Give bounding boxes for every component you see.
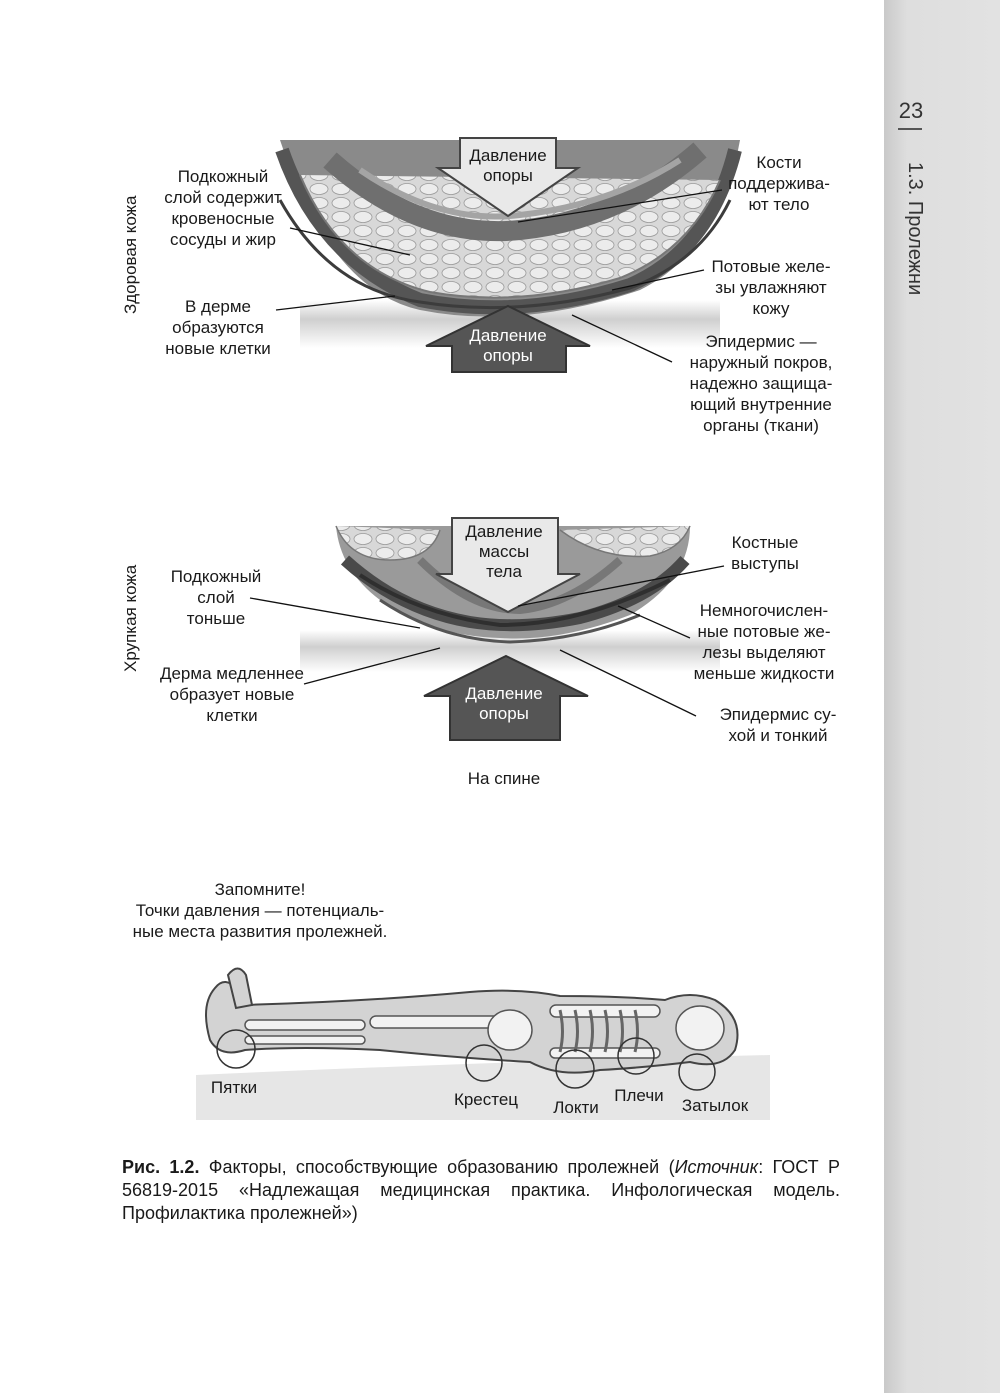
label-line: тоньше: [186, 609, 246, 628]
label-line: хой и тонкий: [728, 726, 828, 745]
label-line: ют тело: [748, 195, 810, 214]
fragile-top-arrow-line-3: тела: [486, 562, 522, 581]
fragile-leader-lines: [249, 565, 725, 717]
label-line: образует новые: [169, 685, 295, 704]
reminder-line: ные места развития пролежней.: [132, 922, 388, 941]
occiput-label: Затылок: [681, 1096, 749, 1115]
healthy-bottom-pressure-arrow: [425, 304, 591, 373]
heel-pressure-point: [216, 1029, 256, 1069]
label-line: поддержива-: [728, 174, 830, 193]
fragile-bottom-arrow-line-1: Давление: [465, 684, 543, 703]
fragile-subcutaneous-label: Подкожный слой тоньше: [160, 566, 272, 629]
fragile-top-arrow-line-1: Давление: [465, 522, 543, 541]
fragile-epidermis-label: Эпидермис су- хой и тонкий: [706, 704, 850, 746]
elbows-label: Локти: [553, 1098, 599, 1117]
caption-text-before: Факторы, способствующие образованию прол…: [199, 1157, 675, 1177]
healthy-top-arrow-line-1: Давление: [469, 146, 547, 165]
label-line: Эпидермис —: [705, 332, 817, 351]
healthy-sweat-label: Потовые желе- зы увлажняют кожу: [700, 256, 842, 319]
label-line: слой: [197, 588, 235, 607]
label-line: Подкожный: [170, 567, 262, 586]
healthy-skin-label: Здоровая кожа: [121, 195, 140, 315]
page-number: 23: [898, 98, 924, 123]
label-line: зы увлажняют: [715, 278, 827, 297]
label-line: кровеносные: [171, 209, 275, 228]
label-line: органы (ткани): [703, 416, 819, 435]
label-line: слой содержит: [164, 188, 282, 207]
label-line: Подкожный: [177, 167, 269, 186]
healthy-subcutaneous-label: Подкожный слой содержит кровеносные сосу…: [158, 166, 288, 250]
fragile-skin-label: Хрупкая кожа: [121, 564, 140, 672]
shoulders-label: Плечи: [614, 1086, 664, 1105]
fragile-bottom-pressure-arrow: [423, 654, 589, 741]
label-line: Дерма медленнее: [159, 664, 305, 683]
occiput-pressure-point: [678, 1053, 716, 1091]
fragile-bottom-arrow-line-2: опоры: [479, 704, 529, 723]
figure-caption: Рис. 1.2. Факторы, способствующие образо…: [122, 1156, 840, 1225]
label-line: Кости: [756, 153, 802, 172]
fragile-skin-cross-section: [300, 525, 720, 672]
healthy-dermis-label: В дерме образуются новые клетки: [158, 296, 278, 359]
label-line: меньше жидкости: [693, 664, 835, 683]
fragile-bones-label: Костные выступы: [712, 532, 818, 574]
healthy-top-pressure-arrow: [434, 137, 582, 218]
label-line: клетки: [206, 706, 258, 725]
label-line: наружный покров,: [689, 353, 833, 372]
healthy-top-arrow-line-2: опоры: [483, 166, 533, 185]
reminder-line: Запомните!: [214, 880, 306, 899]
label-line: ные потовые же-: [697, 622, 831, 641]
reminder-line: Точки давления — потенциаль-: [135, 901, 385, 920]
healthy-bottom-arrow-label: Давление опоры: [458, 326, 558, 366]
healthy-epidermis-label: Эпидермис — наружный покров, надежно защ…: [676, 331, 846, 436]
fragile-sweat-label: Немногочислен- ные потовые же- лезы выде…: [682, 600, 846, 684]
label-line: ющий внутренние: [690, 395, 832, 414]
label-line: надежно защища-: [689, 374, 833, 393]
label-line: В дерме: [184, 297, 252, 316]
healthy-bottom-arrow-line-2: опоры: [483, 346, 533, 365]
label-line: Эпидермис су-: [719, 705, 837, 724]
heels-label: Пятки: [210, 1078, 258, 1097]
label-line: Потовые желе-: [711, 257, 831, 276]
fragile-top-arrow-label: Давление массы тела: [454, 522, 554, 582]
page-number-divider: [898, 128, 922, 130]
page-sidebar: [884, 0, 1000, 1393]
fragile-top-arrow-line-2: массы: [478, 542, 530, 561]
healthy-bones-label: Кости поддержива- ют тело: [718, 152, 840, 215]
fragile-top-pressure-arrow: [435, 517, 581, 614]
healthy-skin-cross-section: [275, 140, 742, 348]
healthy-bottom-arrow-line-1: Давление: [469, 326, 547, 345]
reminder-text: Запомните! Точки давления — потенциаль- …: [120, 879, 400, 942]
elbow-pressure-point: [555, 1049, 595, 1089]
shoulder-pressure-point: [617, 1037, 655, 1075]
healthy-leader-lines: [275, 189, 723, 363]
supine-body-diagram: [196, 967, 770, 1120]
label-line: Немногочислен-: [699, 601, 829, 620]
label-line: лезы выделяют: [702, 643, 826, 662]
caption-source-word: Источник: [674, 1157, 759, 1177]
sacrum-label: Крестец: [453, 1090, 519, 1109]
position-label: На спине: [467, 769, 541, 788]
healthy-top-arrow-label: Давление опоры: [458, 146, 558, 186]
label-line: новые клетки: [165, 339, 271, 358]
caption-label: Рис. 1.2.: [122, 1157, 200, 1177]
label-line: образуются: [172, 318, 264, 337]
label-line: кожу: [752, 299, 790, 318]
sacrum-pressure-point: [465, 1044, 503, 1082]
caption-text-after: : ГОСТ Р 56819-2015 «Надлежащая медицинс…: [122, 1157, 841, 1223]
label-line: Костные: [731, 533, 799, 552]
label-line: сосуды и жир: [170, 230, 276, 249]
fragile-bottom-arrow-label: Давление опоры: [454, 684, 554, 724]
label-line: выступы: [731, 554, 799, 573]
fragile-dermis-label: Дерма медленнее образует новые клетки: [152, 663, 312, 726]
